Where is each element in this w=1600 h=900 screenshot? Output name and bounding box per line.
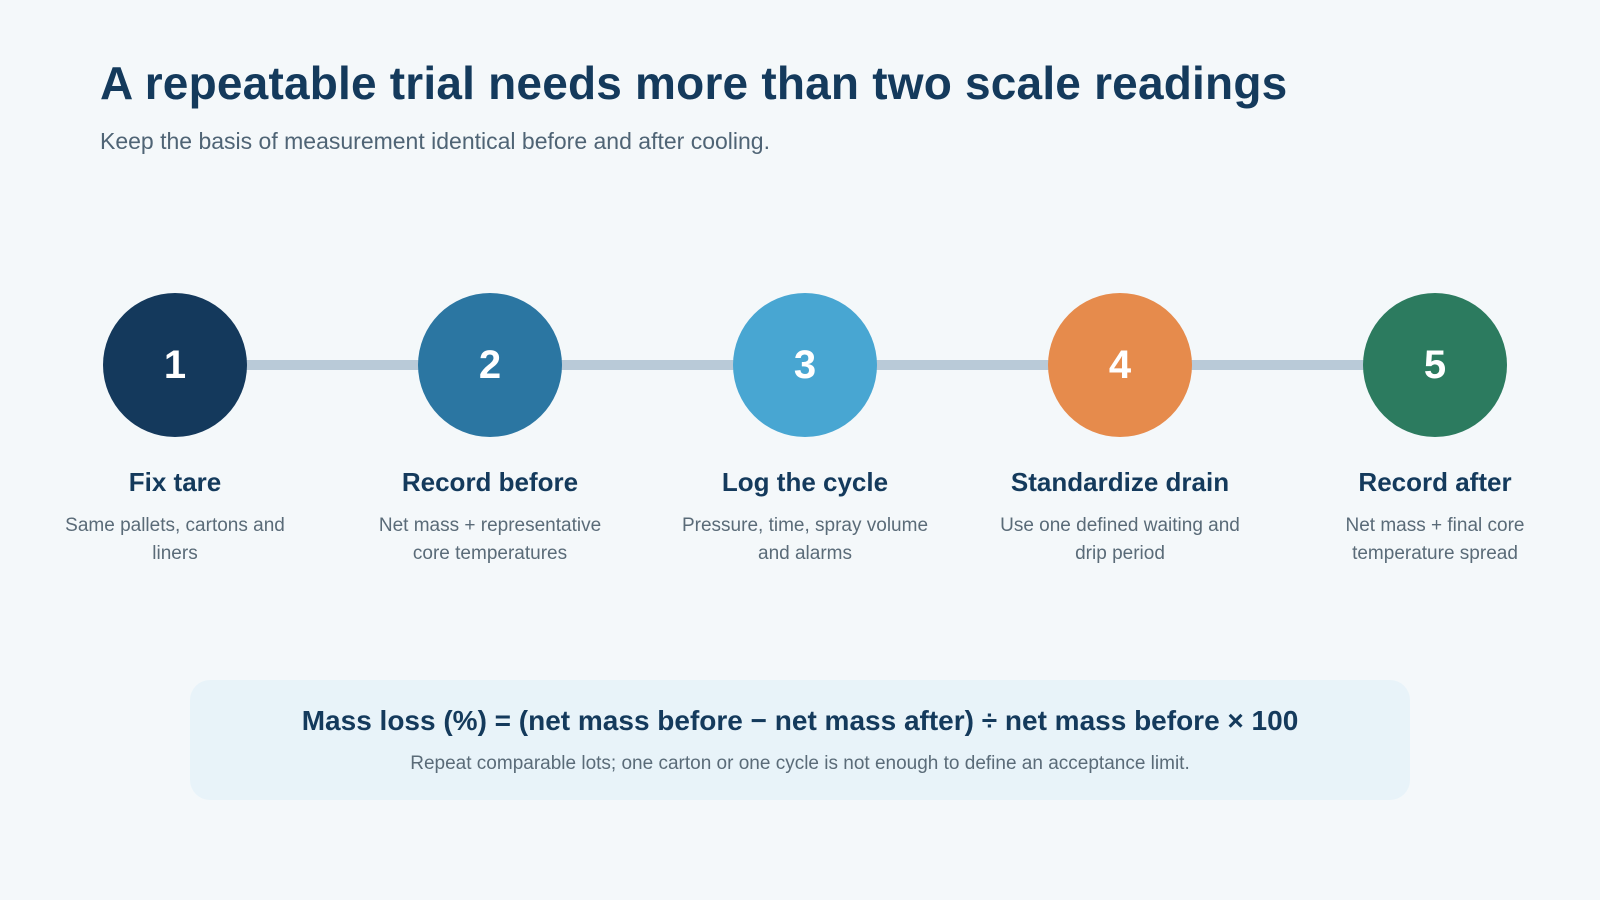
process-step: 4 Standardize drain Use one defined wait… [970,293,1270,568]
process-step: 1 Fix tare Same pallets, cartons and lin… [25,293,325,568]
step-number-circle: 1 [103,293,247,437]
step-description: Same pallets, cartons and liners [65,515,285,564]
process-step: 3 Log the cycle Pressure, time, spray vo… [655,293,955,568]
formula-note: Repeat comparable lots; one carton or on… [410,753,1190,774]
step-number-circle: 4 [1048,293,1192,437]
step-number-circle: 2 [418,293,562,437]
formula-callout: Mass loss (%) = (net mass before − net m… [190,680,1410,800]
mass-loss-formula: Mass loss (%) = (net mass before − net m… [301,705,1299,736]
step-title: Record after [1358,467,1512,497]
step-description: Net mass + final core temperature spread [1345,515,1525,564]
step-description: Use one defined waiting and drip period [1000,515,1240,564]
page-subtitle: Keep the basis of measurement identical … [100,128,770,154]
step-title: Record before [401,467,579,497]
step-description: Net mass + representative core temperatu… [378,515,602,564]
step-title: Fix tare [128,467,222,497]
process-step: 5 Record after Net mass + final core tem… [1285,293,1585,568]
step-title: Log the cycle [721,467,889,497]
step-description: Pressure, time, spray volume and alarms [681,515,929,564]
step-number-circle: 3 [733,293,877,437]
process-step: 2 Record before Net mass + representativ… [340,293,640,568]
page-title: A repeatable trial needs more than two s… [100,57,1288,109]
step-title: Standardize drain [1010,467,1230,497]
step-number-circle: 5 [1363,293,1507,437]
